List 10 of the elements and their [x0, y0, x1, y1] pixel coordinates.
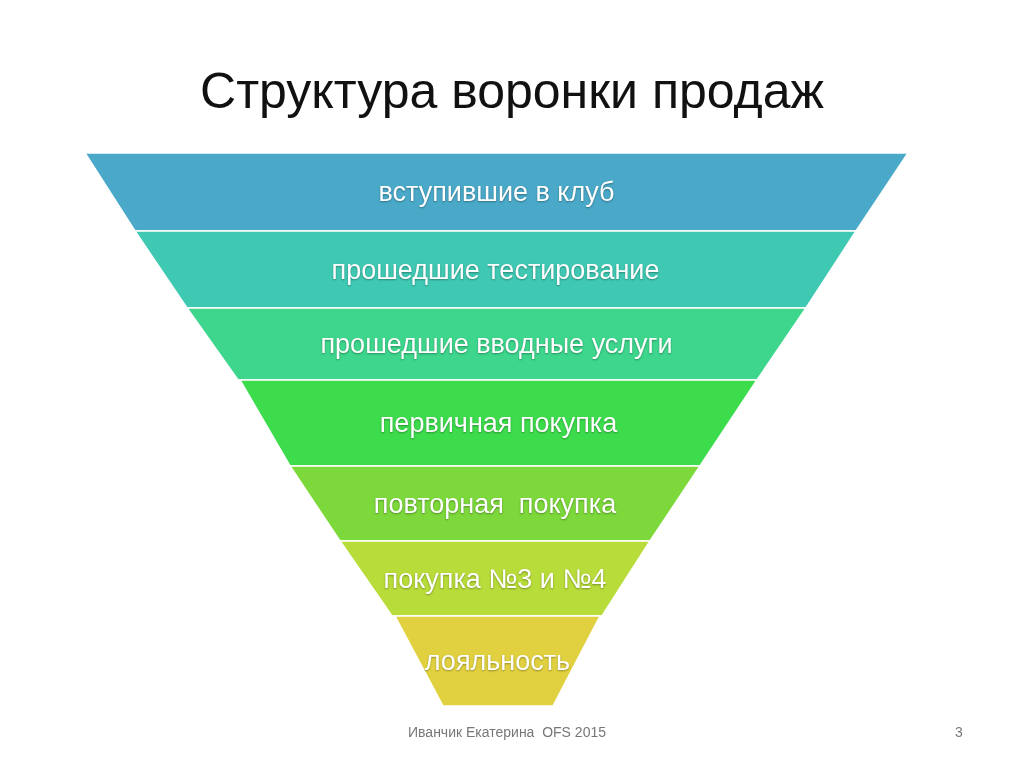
title: Структура воронки продаж	[199, 62, 825, 120]
page-number: 3	[955, 724, 963, 740]
band-label: лояльность	[424, 645, 571, 677]
band-label: вступившие в клуб	[378, 176, 615, 208]
band-label: первичная покупка	[379, 407, 618, 439]
footer-text: Иванчик Екатерина OFS 2015	[408, 724, 606, 740]
band-label: покупка №3 и №4	[383, 563, 607, 594]
band-label: прошедшие тестирование	[331, 254, 660, 285]
band-label: повторная покупка	[373, 488, 617, 519]
band-label: прошедшие вводные услуги	[320, 328, 673, 360]
